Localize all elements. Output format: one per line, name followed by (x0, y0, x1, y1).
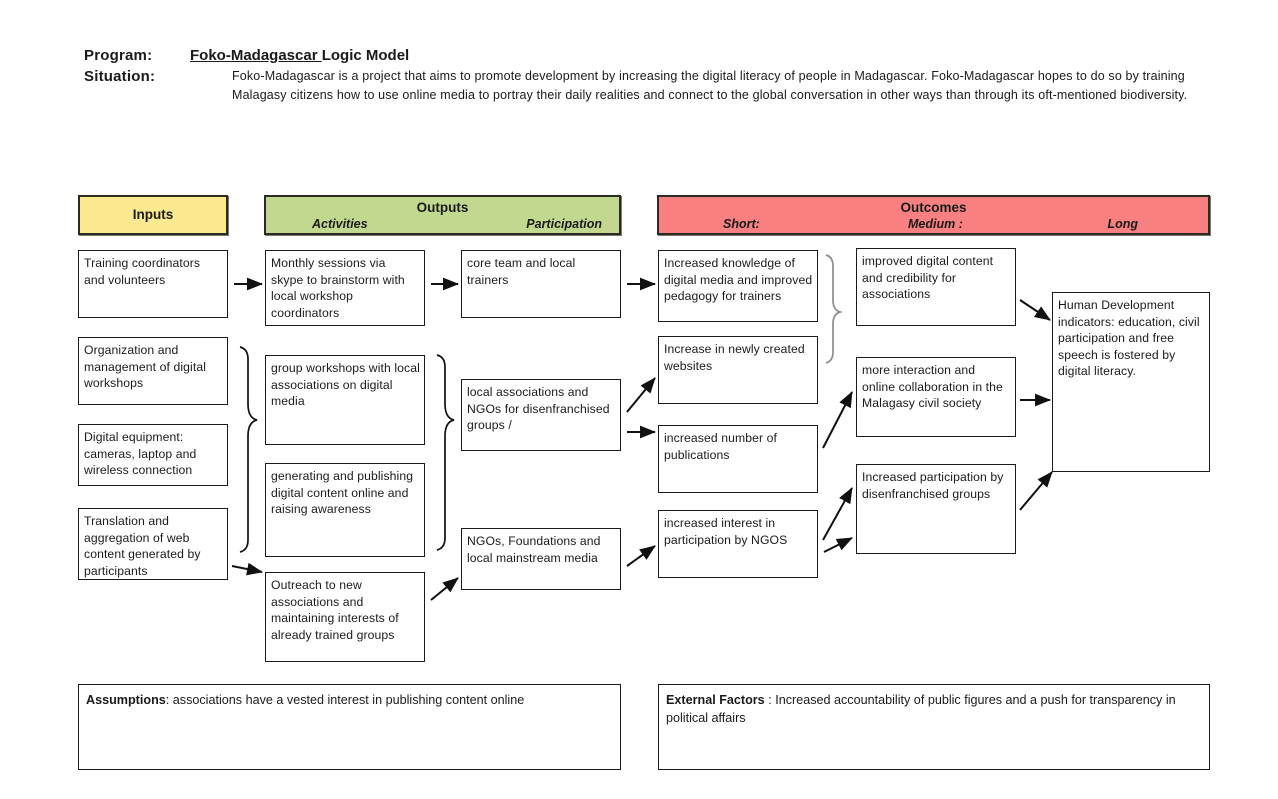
banner-inputs-title: Inputs (132, 207, 174, 222)
brace-inputs-to-activities (239, 346, 258, 553)
participation-box: core team and local trainers (461, 250, 621, 318)
arrow-medium1-long (1019, 299, 1051, 321)
external-factors-box: External Factors : Increased accountabil… (658, 684, 1210, 770)
input-box: Training coordinators and volunteers (78, 250, 228, 318)
banner-subtitle-long: Long (1107, 217, 1138, 231)
banner-outputs: Outputs Activities Participation (264, 195, 621, 235)
arrow-activity4-participation3 (430, 577, 459, 601)
brace-short-group (825, 254, 844, 364)
input-box: Translation and aggregation of web conte… (78, 508, 228, 580)
banner-outcomes-title: Outcomes (900, 200, 967, 215)
banner-outputs-title: Outputs (416, 200, 469, 215)
outcome-short-box: Increased knowledge of digital media and… (658, 250, 818, 322)
banner-subtitle-activities: Activities (312, 217, 368, 231)
banner-outcomes: Outcomes Short: Medium : Long (657, 195, 1210, 235)
activity-box: Monthly sessions via skype to brainstorm… (265, 250, 425, 326)
outcome-medium-box: Increased participation by disenfranchis… (856, 464, 1016, 554)
participation-box: NGOs, Foundations and local mainstream m… (461, 528, 621, 590)
arrow-shortgroup-medium2 (822, 391, 853, 449)
input-box: Organization and management of digital w… (78, 337, 228, 405)
program-title-suffix: Logic Model (321, 47, 410, 64)
banner-subtitle-participation: Participation (526, 217, 602, 231)
outcome-medium-box: more interaction and online collaboratio… (856, 357, 1016, 437)
outcome-long-box: Human Development indicators: education,… (1052, 292, 1210, 472)
activity-box: group workshops with local associations … (265, 355, 425, 445)
input-box: Digital equipment: cameras, laptop and w… (78, 424, 228, 486)
activity-box: Outreach to new associations and maintai… (265, 572, 425, 662)
external-factors-text: : Increased accountability of public fig… (666, 693, 1176, 725)
assumptions-text: : associations have a vested interest in… (165, 693, 525, 707)
arrow-participation3-short4 (626, 545, 656, 567)
assumptions-label: Assumptions (86, 693, 166, 707)
banner-subtitle-medium: Medium : (908, 217, 963, 231)
outcome-medium-box: improved digital content and credibility… (856, 248, 1016, 326)
program-label: Program: (84, 47, 153, 64)
banner-subtitle-short: Short: (723, 217, 760, 231)
outcome-short-box: Increase in newly created websites (658, 336, 818, 404)
arrow-participation2-short2 (626, 377, 656, 413)
assumptions-box: Assumptions: associations have a vested … (78, 684, 621, 770)
program-name: Foko-Madagascar (190, 47, 322, 64)
arrow-input4-activity4 (231, 562, 263, 576)
outcome-short-box: increased interest in participation by N… (658, 510, 818, 578)
participation-box: local associations and NGOs for disenfra… (461, 379, 621, 451)
external-factors-label: External Factors (666, 693, 765, 707)
brace-activities-to-participation (436, 354, 455, 551)
situation-text: Foko-Madagascar is a project that aims t… (232, 69, 1188, 102)
arrow-medium3-long (1019, 471, 1053, 511)
arrow-short4-medium3 (823, 537, 853, 553)
program-title: Foko-Madagascar Logic Model (190, 47, 409, 64)
situation-label: Situation: (84, 68, 156, 85)
activity-box: generating and publishing digital conten… (265, 463, 425, 557)
outcome-short-box: increased number of publications (658, 425, 818, 493)
arrow-short3-medium3 (822, 487, 853, 541)
banner-inputs: Inputs (78, 195, 228, 235)
